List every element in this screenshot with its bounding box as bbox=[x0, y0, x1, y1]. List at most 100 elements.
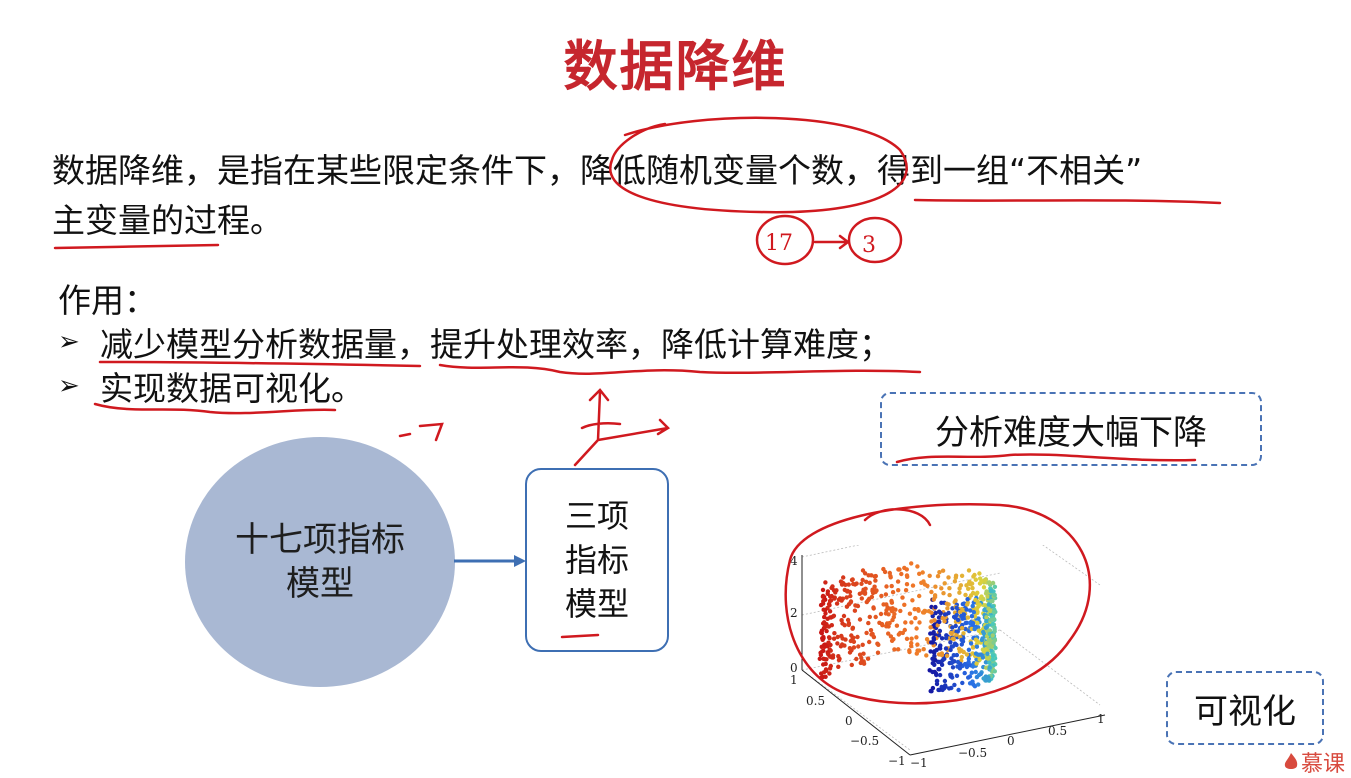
page-title: 数据降维 bbox=[563, 35, 788, 98]
scatter-point bbox=[973, 637, 979, 642]
scatter-point bbox=[942, 678, 948, 684]
scatter-point bbox=[849, 633, 854, 638]
annotation-17: 17 bbox=[765, 231, 793, 256]
scatter-point bbox=[910, 583, 916, 588]
scatter-point bbox=[954, 673, 960, 678]
scatter-point bbox=[986, 638, 992, 643]
scatter-point bbox=[984, 678, 989, 683]
scatter-point bbox=[822, 620, 827, 625]
scatter-point bbox=[879, 593, 884, 599]
scatter-point bbox=[855, 634, 860, 640]
scatter-point bbox=[953, 598, 958, 603]
scatter-point bbox=[909, 636, 914, 641]
scatter-point bbox=[849, 662, 854, 668]
scatter-point bbox=[873, 578, 878, 583]
scatter-point bbox=[976, 682, 981, 687]
annotation-3: 3 bbox=[862, 233, 876, 258]
scatter-point bbox=[856, 644, 861, 649]
annotation-arrow bbox=[813, 234, 851, 250]
scatter-point bbox=[947, 686, 952, 691]
scatter-point bbox=[970, 585, 975, 591]
scatter-point bbox=[825, 616, 830, 621]
scatter-point bbox=[820, 594, 826, 599]
scatter-point bbox=[847, 646, 853, 651]
scatter-point bbox=[951, 636, 956, 642]
scatter-point bbox=[987, 642, 992, 647]
scatter-point bbox=[964, 652, 970, 657]
scatter-point bbox=[910, 598, 915, 603]
scatter-point bbox=[921, 647, 926, 652]
scatter-point bbox=[840, 636, 845, 641]
scatter-point bbox=[819, 644, 824, 649]
scatter-point bbox=[945, 606, 950, 611]
scatter-point bbox=[937, 628, 943, 634]
scatter-point bbox=[883, 611, 889, 616]
scatter-point bbox=[850, 626, 855, 631]
scatter-point bbox=[926, 609, 931, 614]
scatter-point bbox=[823, 667, 829, 672]
scatter-point bbox=[827, 666, 833, 671]
scatter-point bbox=[818, 602, 824, 608]
scatter-point bbox=[937, 672, 943, 678]
scatter-point bbox=[960, 616, 965, 621]
highlight-ellipse bbox=[609, 116, 908, 214]
scatter-point bbox=[929, 589, 934, 595]
scatter-point bbox=[928, 631, 933, 636]
scatter-point bbox=[975, 609, 980, 614]
scatter-point bbox=[974, 661, 979, 666]
scatter-point bbox=[836, 654, 841, 659]
scatter-point bbox=[931, 630, 936, 635]
scatter-point bbox=[988, 617, 994, 623]
scatter-point bbox=[930, 613, 935, 619]
scatter-point bbox=[973, 597, 978, 603]
scatter-point bbox=[917, 593, 922, 599]
scatter-point bbox=[983, 578, 988, 583]
scatter-point bbox=[986, 602, 991, 607]
annotation-circle bbox=[847, 216, 903, 264]
scatter-point bbox=[835, 634, 840, 640]
scatter-point bbox=[868, 628, 874, 633]
scatter-point bbox=[872, 584, 877, 589]
scatter-point bbox=[964, 607, 969, 612]
scatter-point bbox=[869, 594, 875, 600]
scatter-point bbox=[826, 651, 831, 657]
scatter-point bbox=[824, 628, 829, 634]
bullet-text: 减少模型分析数据量，提升处理效率，降低计算难度； bbox=[100, 325, 892, 364]
scatter-point bbox=[977, 657, 982, 662]
scatter-point bbox=[986, 580, 991, 585]
scatter-point bbox=[968, 608, 973, 613]
scatter-point bbox=[957, 649, 962, 654]
scatter-point bbox=[980, 636, 985, 641]
scatter-point bbox=[970, 644, 976, 650]
scatter-point bbox=[904, 636, 910, 641]
scatter-point bbox=[907, 648, 912, 653]
scatter-point bbox=[915, 564, 920, 569]
scatter-point bbox=[869, 573, 874, 578]
scatter-point bbox=[886, 631, 891, 636]
scatter-point bbox=[990, 633, 995, 638]
scatter-point bbox=[842, 623, 847, 628]
scatter-point bbox=[952, 682, 957, 688]
difficulty-label: 分析难度大幅下降 bbox=[935, 412, 1207, 453]
scatter-point bbox=[992, 629, 997, 634]
scatter-point bbox=[970, 621, 976, 626]
scatter-point bbox=[839, 582, 845, 587]
scatter-point bbox=[980, 655, 986, 660]
scatter-point bbox=[893, 607, 898, 612]
scatter-point bbox=[851, 639, 857, 644]
scatter-point bbox=[948, 674, 953, 679]
scatter-point bbox=[857, 617, 863, 622]
scatter-point bbox=[821, 636, 826, 641]
scatter-point bbox=[827, 603, 832, 608]
scatter-point bbox=[891, 614, 896, 620]
scatter-point bbox=[946, 610, 951, 616]
scatter-point bbox=[845, 589, 850, 594]
scatter-point bbox=[862, 571, 868, 576]
scatter-point bbox=[984, 665, 989, 670]
scatter-point bbox=[933, 610, 938, 616]
scatter-point bbox=[942, 581, 947, 586]
scatter-point bbox=[936, 667, 941, 672]
bullet-text: 实现数据可视化。 bbox=[100, 369, 364, 408]
x-tick: 0 bbox=[1007, 734, 1015, 748]
scatter-point bbox=[846, 622, 851, 628]
